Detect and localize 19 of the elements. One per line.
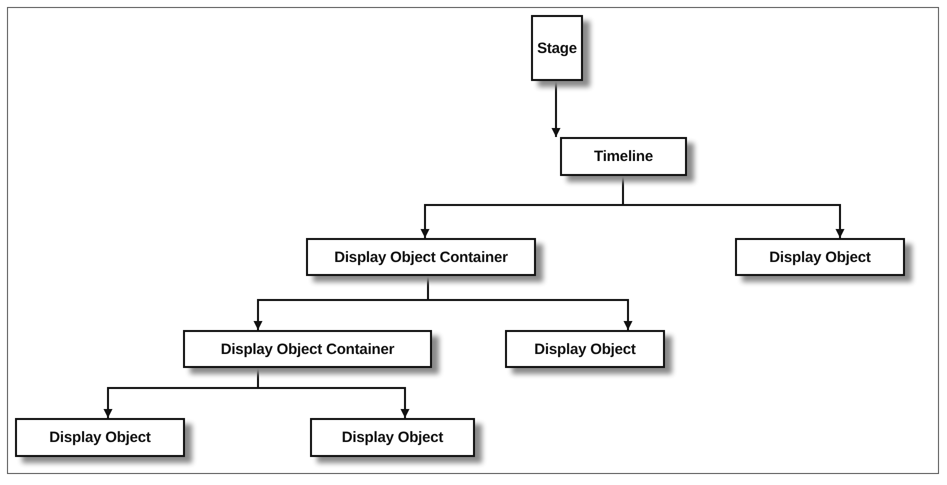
arrow (622, 176, 844, 238)
node-box (15, 418, 185, 457)
node-box (531, 15, 583, 81)
node-box (310, 418, 475, 457)
node-box (735, 238, 905, 276)
node-label: Display Object Container (220, 340, 394, 358)
node-label: Display Object Container (334, 248, 508, 266)
node-label: Display Object (769, 248, 871, 266)
node-label: Display Object (49, 429, 151, 446)
node-label: Display Object (534, 340, 636, 358)
node-label: Timeline (594, 148, 653, 165)
node-label: Stage (537, 40, 577, 56)
arrow (427, 276, 632, 330)
node-box (560, 137, 687, 176)
arrow (552, 81, 560, 137)
node-box (183, 330, 432, 368)
node-box (306, 238, 536, 276)
node-box (505, 330, 665, 368)
node-label: Display Object (342, 429, 444, 446)
